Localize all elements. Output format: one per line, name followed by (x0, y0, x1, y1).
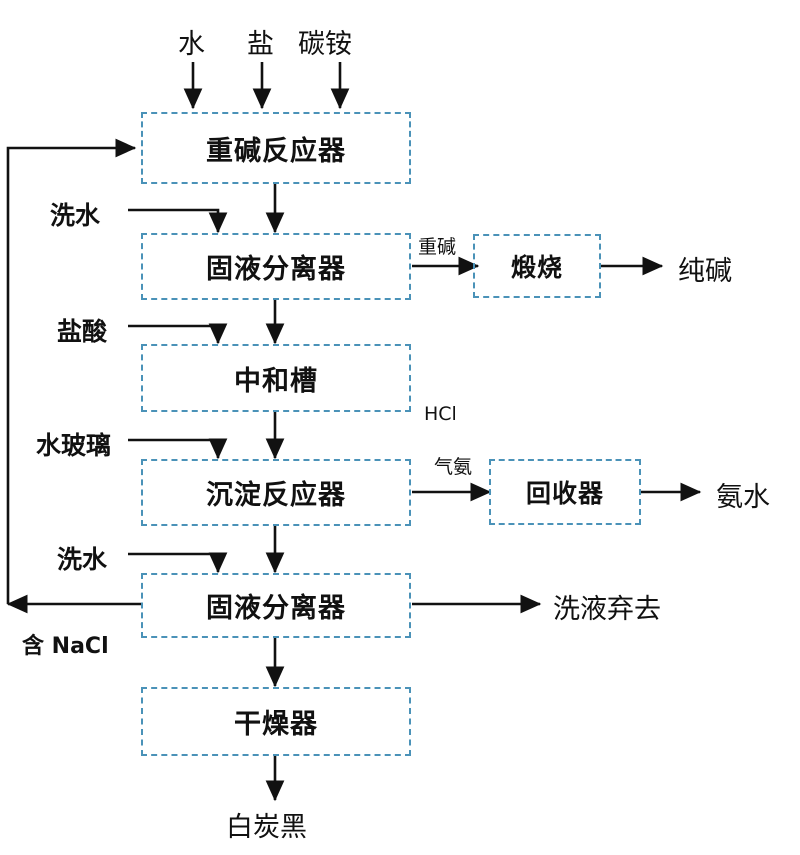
unit-precipitation-reactor[interactable]: 沉淀反应器 (141, 459, 411, 526)
product-label-white-carbon-black: 白炭黑 (226, 812, 307, 843)
unit-recovery[interactable]: 回收器 (489, 459, 641, 525)
unit-neutralization-tank[interactable]: 中和槽 (141, 344, 411, 412)
stream-label-crude-soda: 重碱 (418, 236, 457, 258)
unit-bicarbonate-reactor[interactable]: 重碱反应器 (141, 112, 411, 184)
unit-label: 固液分离器 (206, 254, 346, 285)
unit-label: 沉淀反应器 (206, 480, 346, 511)
unit-label: 固液分离器 (206, 593, 346, 624)
unit-solid-liquid-separator-1[interactable]: 固液分离器 (141, 233, 411, 300)
unit-dryer[interactable]: 干燥器 (141, 687, 411, 756)
unit-label: 回收器 (525, 479, 604, 508)
product-label-soda-ash: 纯碱 (678, 256, 732, 287)
inlet-label-ammonium-bicarbonate: 碳铵 (298, 29, 352, 60)
unit-calciner[interactable]: 煅烧 (473, 234, 601, 298)
unit-label: 煅烧 (510, 253, 563, 282)
feed-label-hydrochloric-acid: 盐酸 (57, 317, 108, 346)
inlet-label-water: 水 (178, 29, 205, 60)
product-label-wash-liquid-discard: 洗液弃去 (553, 594, 661, 625)
stream-label-contains-nacl: 含 NaCl (22, 634, 109, 659)
inlet-label-salt: 盐 (247, 29, 274, 60)
unit-label: 干燥器 (234, 709, 318, 740)
feed-label-wash-water-2: 洗水 (57, 545, 108, 574)
unit-label: 中和槽 (234, 365, 318, 397)
feed-label-water-glass: 水玻璃 (36, 431, 112, 460)
stream-label-hcl: HCl (424, 403, 457, 425)
unit-solid-liquid-separator-2[interactable]: 固液分离器 (141, 573, 411, 638)
feed-label-wash-water-1: 洗水 (50, 201, 101, 230)
stream-label-ammonia-gas: 气氨 (434, 456, 473, 478)
product-label-ammonia-water: 氨水 (716, 482, 770, 513)
unit-label: 重碱反应器 (206, 135, 346, 167)
